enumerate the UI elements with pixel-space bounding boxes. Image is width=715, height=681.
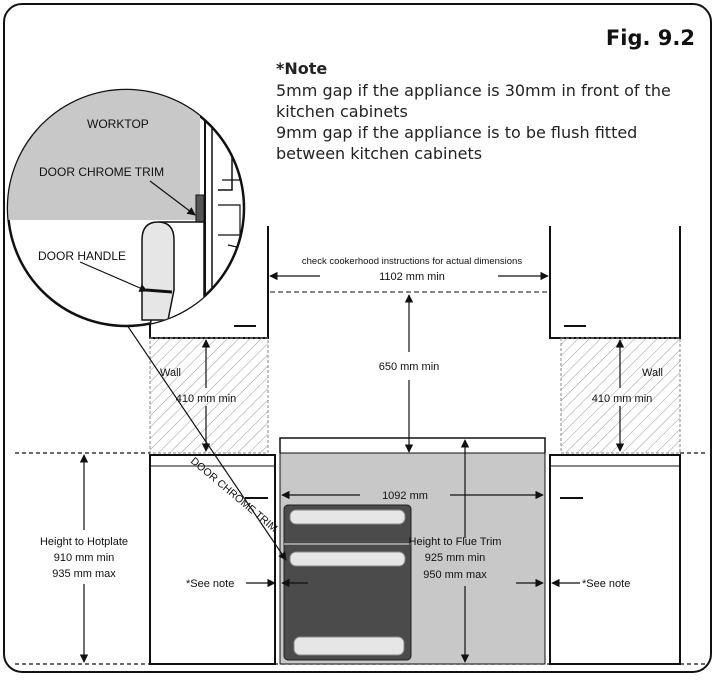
- note-line-4: between kitchen cabinets: [276, 144, 483, 163]
- note-heading: *Note: [276, 59, 328, 78]
- note-line-2: kitchen cabinets: [276, 102, 408, 121]
- hotplate-height-max: 935 mm max: [52, 568, 116, 580]
- wall-min-left-label: 410 mm min: [176, 393, 237, 405]
- hotplate-height-title: Height to Hotplate: [40, 536, 128, 548]
- wall-left-label: Wall: [160, 367, 181, 379]
- flue-trim: [279, 437, 546, 453]
- worktop-detail: [8, 90, 200, 220]
- trim-leader-line: [109, 299, 287, 561]
- flue-height-max: 950 mm max: [423, 569, 487, 581]
- wall-left: [149, 337, 269, 454]
- note-line-1: 5mm gap if the appliance is 30mm in fron…: [276, 81, 671, 100]
- note-line-3: 9mm gap if the appliance is to be flush …: [276, 123, 638, 142]
- oven-handle-top: [289, 509, 406, 525]
- drawer-handle: [293, 636, 405, 656]
- hotplate-height-min: 910 mm min: [54, 552, 115, 564]
- wall-right-label: Wall: [642, 367, 663, 379]
- wall-min-right-label: 410 mm min: [592, 393, 653, 405]
- oven-handle-middle: [289, 551, 406, 567]
- see-note-right: *See note: [582, 578, 630, 590]
- door-handle-label: DOOR HANDLE: [38, 249, 126, 263]
- base-cabinet-right: [549, 454, 681, 665]
- upper-cabinet-right: [549, 226, 681, 339]
- hood-clearance-label: 650 mm min: [379, 361, 440, 373]
- figure-label: Fig. 9.2: [605, 26, 695, 50]
- door-chrome-trim-label: DOOR CHROME TRIM: [39, 165, 164, 179]
- flue-height-title: Height to Flue Trim: [409, 536, 502, 548]
- detail-magnifier: WORKTOP DOOR CHROME TRIM DOOR HANDLE: [6, 88, 246, 328]
- door-handle-detail: [141, 221, 175, 321]
- figure-frame: [3, 3, 712, 673]
- see-note-left: *See note: [186, 578, 234, 590]
- note-block: *Note 5mm gap if the appliance is 30mm i…: [276, 58, 696, 164]
- oven-doors: [283, 504, 412, 661]
- base-cabinet-left: [149, 454, 276, 665]
- cookerhood-note: check cookerhood instructions for actual…: [302, 256, 522, 267]
- appliance-width-label: 1092 mm: [382, 490, 428, 502]
- flue-height-min: 925 mm min: [425, 552, 486, 564]
- worktop-label: WORKTOP: [87, 117, 149, 131]
- hood-width-label: 1102 mm min: [379, 271, 445, 283]
